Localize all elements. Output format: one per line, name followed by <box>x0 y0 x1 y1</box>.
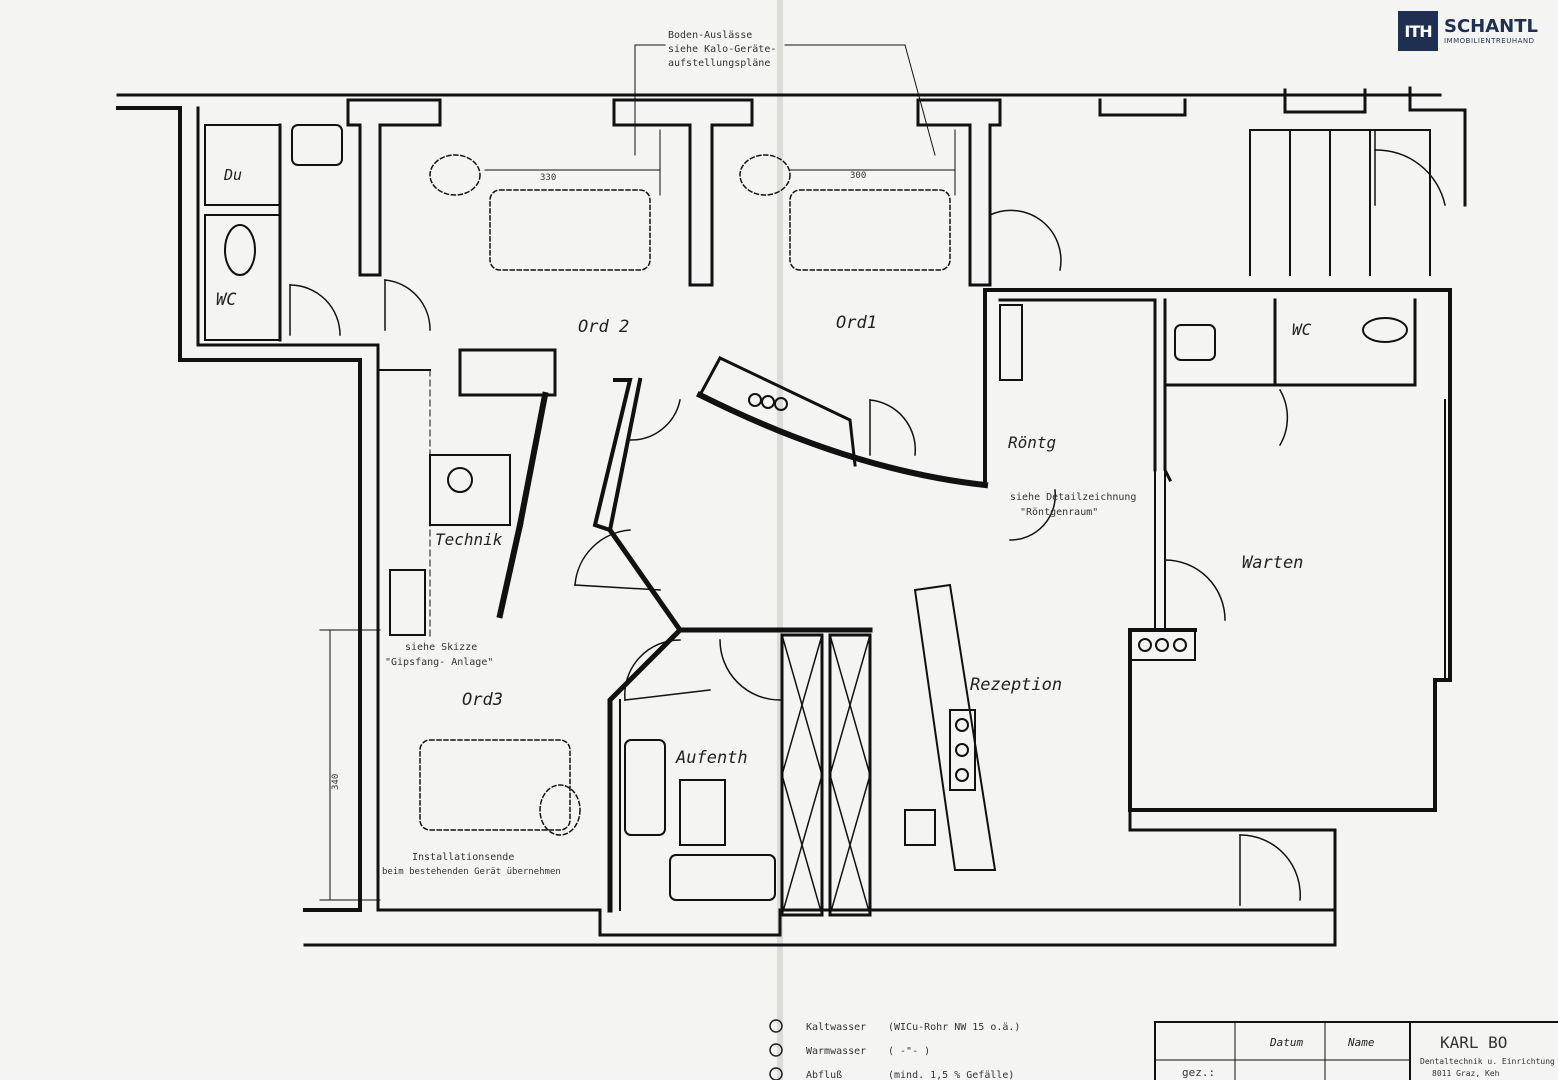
room-label-rezeption: Rezeption <box>970 675 1062 695</box>
doors <box>289 129 1446 906</box>
titleblock-gez: gez.: <box>1182 1066 1215 1079</box>
sink-icon <box>291 124 343 166</box>
window-pillar-4 <box>1098 98 1187 117</box>
titleblock-company-sub1: Dentaltechnik u. Einrichtung <box>1420 1057 1555 1066</box>
dimension-lines <box>319 44 956 901</box>
aufenth-table <box>679 779 726 846</box>
room-label-technik: Technik <box>435 530 503 549</box>
room-label-du: Du <box>223 166 242 184</box>
dimension-330: 330 <box>540 173 556 183</box>
toilet-icon <box>224 224 256 276</box>
cabinet-2 <box>828 633 872 917</box>
cabinet-1 <box>780 633 824 917</box>
room-label-ord1: Ord1 <box>836 313 877 333</box>
reception-desk <box>913 583 997 871</box>
dental-chair-ord3 <box>419 739 581 836</box>
room-label-roentg: Röntg <box>1008 433 1056 452</box>
sofa-left <box>624 739 666 836</box>
technik-sink <box>389 569 426 636</box>
legend-label-warmwasser: Warmwasser <box>806 1046 866 1057</box>
dimension-300: 300 <box>850 171 866 181</box>
stairs <box>1249 129 1431 276</box>
wall-left-inner <box>196 106 380 912</box>
wc-left-room <box>204 214 281 341</box>
logo-name: SCHANTL <box>1444 15 1538 37</box>
curved-partition <box>592 377 643 533</box>
note-install-2: beim bestehenden Gerät übernehmen <box>382 867 561 877</box>
sofa-bottom <box>669 854 776 901</box>
wall-top-right <box>1408 86 1467 207</box>
titleblock-company: KARL BO <box>1440 1033 1507 1052</box>
pillar-1 <box>346 98 442 277</box>
room-label-wc-right: WC <box>1292 320 1312 339</box>
curved-wall <box>695 390 989 489</box>
ith-logo-icon: ITH <box>1398 11 1438 51</box>
note-detail-1: siehe Detailzeichnung <box>1010 492 1136 503</box>
legend: Kaltwasser (WICu-Rohr NW 15 o.ä.) Warmwa… <box>769 1019 1020 1080</box>
dimension-340: 340 <box>331 774 341 790</box>
dental-chair-ord1 <box>739 154 951 271</box>
note-install-1: Installationsende <box>412 852 514 863</box>
logo-subtitle: IMMOBILIENTREUHAND <box>1444 36 1535 45</box>
room-label-ord2: Ord 2 <box>578 317 629 337</box>
legend-label-abfluss: Abfluß <box>806 1070 842 1080</box>
note-boden-2: siehe Kalo-Geräte- <box>668 44 776 55</box>
reception-plant <box>904 809 936 846</box>
legend-desc-kaltwasser: (WICu-Rohr NW 15 o.ä.) <box>888 1022 1020 1033</box>
wc-right-sink-icon <box>1174 324 1216 361</box>
wc-right-toilet-icon <box>1362 317 1408 343</box>
titleblock-datum: Datum <box>1269 1036 1303 1049</box>
room-label-wc-left: WC <box>216 290 237 310</box>
titleblock-company-sub2: 8011 Graz, Keh <box>1432 1069 1500 1078</box>
titleblock-name: Name <box>1347 1036 1375 1049</box>
room-label-aufenth: Aufenth <box>675 748 748 768</box>
ord3-partition <box>606 526 873 633</box>
note-detail-2: "Röntgenraum" <box>1020 507 1098 518</box>
legend-symbol-abfluss <box>769 1067 783 1080</box>
legend-symbol-kaltwasser <box>769 1019 783 1033</box>
legend-symbol-warmwasser <box>769 1043 783 1057</box>
wall-bottom-inner <box>376 908 1337 937</box>
room-label-ord3: Ord3 <box>462 690 503 710</box>
technik-wall <box>516 391 549 529</box>
note-skizze-1: siehe Skizze <box>405 642 477 653</box>
pillar-2 <box>612 98 754 287</box>
room-label-warten: Warten <box>1242 553 1303 573</box>
window-pillar-5 <box>1283 88 1367 114</box>
note-boden-3: aufstellungspläne <box>668 58 770 69</box>
note-skizze-2: "Gipsfang- Anlage" <box>385 657 493 668</box>
legend-label-kaltwasser: Kaltwasser <box>806 1022 866 1033</box>
dental-chair-ord2 <box>429 154 651 271</box>
technik-table <box>429 454 511 526</box>
pillar-3 <box>916 98 1002 287</box>
note-boden-1: Boden-Auslässe <box>668 30 752 41</box>
wall-waiting <box>1128 288 1452 812</box>
legend-desc-abfluss: (mind. 1,5 % Gefälle) <box>888 1070 1014 1080</box>
schantl-logo: ITH SCHANTL IMMOBILIENTREUHAND <box>1398 10 1548 52</box>
title-block <box>1154 1021 1558 1080</box>
wall-left-outer <box>116 106 362 912</box>
legend-desc-warmwasser: ( -"- ) <box>888 1046 930 1057</box>
shower-room <box>204 124 281 206</box>
